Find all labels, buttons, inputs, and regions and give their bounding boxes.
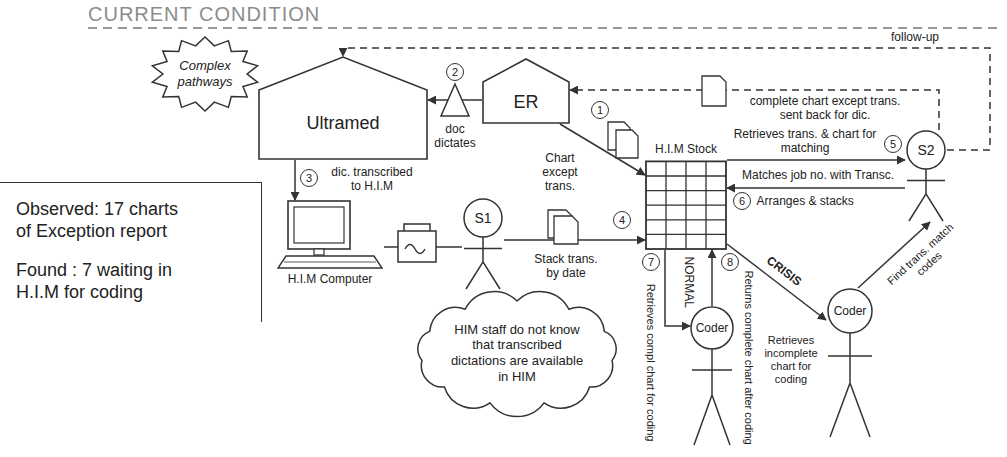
callout-number: 7 xyxy=(642,253,660,271)
step-note: Arranges & stacks xyxy=(755,194,856,208)
callout-number: 4 xyxy=(613,211,631,229)
burst-outline xyxy=(152,37,257,111)
burst-text: Complex pathways xyxy=(173,58,237,89)
observation-text: Observed: 17 charts of Exception report xyxy=(16,199,188,242)
transcript-page xyxy=(554,216,578,244)
monitor-frame xyxy=(288,201,350,249)
flow-label: follow-up xyxy=(889,30,941,44)
computer-label: H.I.M Computer xyxy=(278,272,382,286)
cloud-text: HIM staff do not know that transcribed d… xyxy=(447,322,587,384)
house-outline xyxy=(483,59,569,123)
keyboard-keys xyxy=(284,262,376,263)
house-outline xyxy=(259,57,427,159)
flow-label: doc dictates xyxy=(428,122,482,151)
callout-number: 2 xyxy=(446,63,464,81)
callout-number: 6 xyxy=(733,192,751,210)
flow-label: Retrieves trans. & chart for matching xyxy=(730,127,880,156)
flow-arrow xyxy=(711,250,713,306)
printer-icon xyxy=(398,224,436,262)
cloud-outline xyxy=(418,292,616,417)
location-house-outline xyxy=(482,58,570,124)
doctor-figure xyxy=(441,84,469,116)
callout-number: 1 xyxy=(591,101,609,119)
location-house-outline xyxy=(258,56,428,160)
computer-icon: H.I.M Computer xyxy=(276,200,384,288)
flow-label: Stack trans. by date xyxy=(525,252,607,281)
keyboard xyxy=(278,256,382,268)
diagram-title: CURRENT CONDITION xyxy=(88,2,320,26)
location-house: ER xyxy=(482,58,570,124)
person-figure: S1 xyxy=(462,198,504,290)
rack-grid xyxy=(646,161,726,249)
flow-label: complete chart except trans. sent back f… xyxy=(742,94,908,123)
person-name: Coder xyxy=(826,288,874,334)
person-name: Coder xyxy=(690,306,734,350)
person-name: S1 xyxy=(462,198,504,238)
flow-label: Returns complete chart after coding xyxy=(742,268,755,446)
path-tag: CRISIS xyxy=(762,252,806,290)
observation-note: Observed: 17 charts of Exception reportF… xyxy=(0,182,262,322)
chart-page xyxy=(616,130,638,158)
figure-body xyxy=(692,349,732,445)
chart-page xyxy=(702,76,726,106)
person-figure: Coder xyxy=(826,288,874,438)
printer-body xyxy=(398,231,436,262)
flow-arrow xyxy=(727,187,905,189)
location-house: Ultramed xyxy=(258,56,428,160)
figure-body xyxy=(464,237,502,289)
rack-frame xyxy=(646,161,726,249)
flow-arrow xyxy=(727,159,905,161)
figure-body xyxy=(907,169,945,221)
header-rule xyxy=(88,27,1000,29)
flow-label: dic. transcribed to H.I.M xyxy=(327,165,417,194)
transcript-document-icon xyxy=(548,210,578,244)
flow-label: Retrieves incomplete chart for coding xyxy=(759,334,823,387)
chart-document-icon xyxy=(608,122,638,158)
callout-burst: Complex pathways xyxy=(150,36,260,112)
callout-number: 5 xyxy=(884,135,902,153)
flow-arrow xyxy=(294,160,296,200)
location-name: Ultramed xyxy=(306,113,379,135)
thought-cloud: HIM staff do not know that transcribed d… xyxy=(412,292,622,414)
figure-body xyxy=(828,333,872,437)
callout-number: 3 xyxy=(300,169,318,187)
person-figure: S2 xyxy=(905,130,947,222)
figure-head xyxy=(691,307,733,349)
stock-label: H.I.M Stock xyxy=(645,142,727,156)
flow-label: Retrieves compl chart for coding xyxy=(644,281,657,443)
monitor-stand xyxy=(314,249,324,255)
flow-label: Find trans. match codes xyxy=(872,209,978,310)
location-name: ER xyxy=(513,92,538,114)
person-name: S2 xyxy=(905,130,947,170)
flow-label: Matches job no. with Transc. xyxy=(740,168,896,182)
returned-chart-icon xyxy=(702,76,726,106)
person-figure: Coder xyxy=(690,306,734,446)
printer-paper xyxy=(405,245,425,254)
callout-number: 8 xyxy=(721,253,739,271)
stock-rack: H.I.M Stock xyxy=(645,130,727,250)
path-tag: NORMAL xyxy=(681,255,695,310)
flow-label: Chart except trans. xyxy=(532,151,588,194)
monitor-screen xyxy=(294,207,344,243)
observation-text: Found : 7 waiting in H.I.M for coding xyxy=(16,260,196,303)
